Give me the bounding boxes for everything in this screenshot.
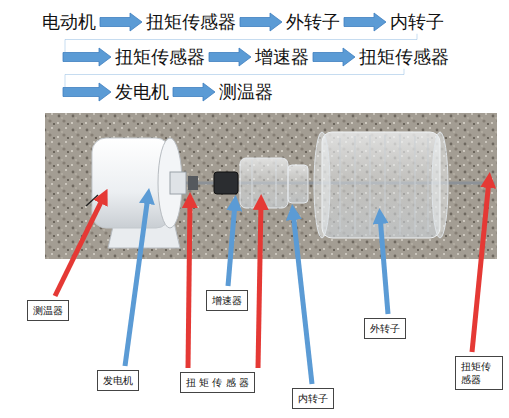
step-label: 电动机 (42, 11, 96, 33)
flow-step: 扭矩传感器 (115, 46, 205, 68)
coupling (188, 176, 198, 190)
part-label: 扭矩传 感器 (461, 360, 497, 386)
callout-box: 内转子 (292, 388, 334, 409)
speed-increaser (240, 158, 288, 208)
flow-arrow (173, 83, 215, 101)
leader-arrow (380, 216, 388, 314)
granite-ground (45, 113, 497, 259)
flow-arrow (344, 13, 386, 31)
part-label: 增速器 (212, 294, 242, 307)
step-label: 扭矩传感器 (115, 46, 205, 68)
step-label: 内转子 (390, 11, 444, 33)
flow-step: 发电机 (115, 81, 169, 103)
callout-box: 扭 矩 传 感 器 (180, 372, 255, 393)
block-arrow (173, 83, 215, 101)
part-label: 扭 矩 传 感 器 (186, 376, 249, 389)
flow-step: 增速器 (255, 46, 309, 68)
part-label: 外转子 (370, 322, 400, 335)
generator-figure (86, 138, 186, 248)
block-arrow (313, 48, 355, 66)
part-label: 发电机 (103, 374, 133, 387)
step-label: 测温器 (219, 81, 273, 103)
callout-box: 增速器 (206, 290, 248, 311)
flow-arrow (209, 48, 251, 66)
block-arrow (100, 13, 142, 31)
callout-box: 测温器 (27, 300, 69, 321)
flow-step: 电动机 (42, 11, 96, 33)
leader-arrow (258, 202, 261, 368)
torque-sensor (214, 172, 238, 194)
flow-step: 扭矩传感器 (146, 11, 236, 33)
part-label: 内转子 (298, 392, 328, 405)
block-arrow (63, 83, 111, 101)
leader-arrow (188, 200, 190, 368)
step-label: 扭矩传感器 (359, 46, 449, 68)
step-label: 增速器 (255, 46, 309, 68)
flow-step: 测温器 (219, 81, 273, 103)
flow-step: 扭矩传感器 (359, 46, 449, 68)
leader-arrow (228, 203, 235, 286)
leader-arrow (293, 212, 312, 384)
step-label: 发电机 (115, 81, 169, 103)
leader-arrow (472, 180, 489, 352)
block-arrow (209, 48, 251, 66)
block-arrow (240, 13, 282, 31)
leader-arrow (55, 196, 104, 296)
leader-arrow (125, 196, 148, 366)
flow-arrow (100, 13, 142, 31)
inner-rotor (288, 165, 308, 203)
callout-box: 外转子 (364, 318, 406, 339)
block-arrow (63, 48, 111, 66)
callout-box: 扭矩传 感器 (455, 356, 503, 390)
flow-arrow (240, 13, 282, 31)
block-arrow (344, 13, 386, 31)
callout-box: 发电机 (97, 370, 139, 391)
flow-step: 外转子 (286, 11, 340, 33)
flow-step: 内转子 (390, 11, 444, 33)
step-label: 外转子 (286, 11, 340, 33)
flow-arrow (313, 48, 355, 66)
part-label: 测温器 (33, 304, 63, 317)
step-label: 扭矩传感器 (146, 11, 236, 33)
